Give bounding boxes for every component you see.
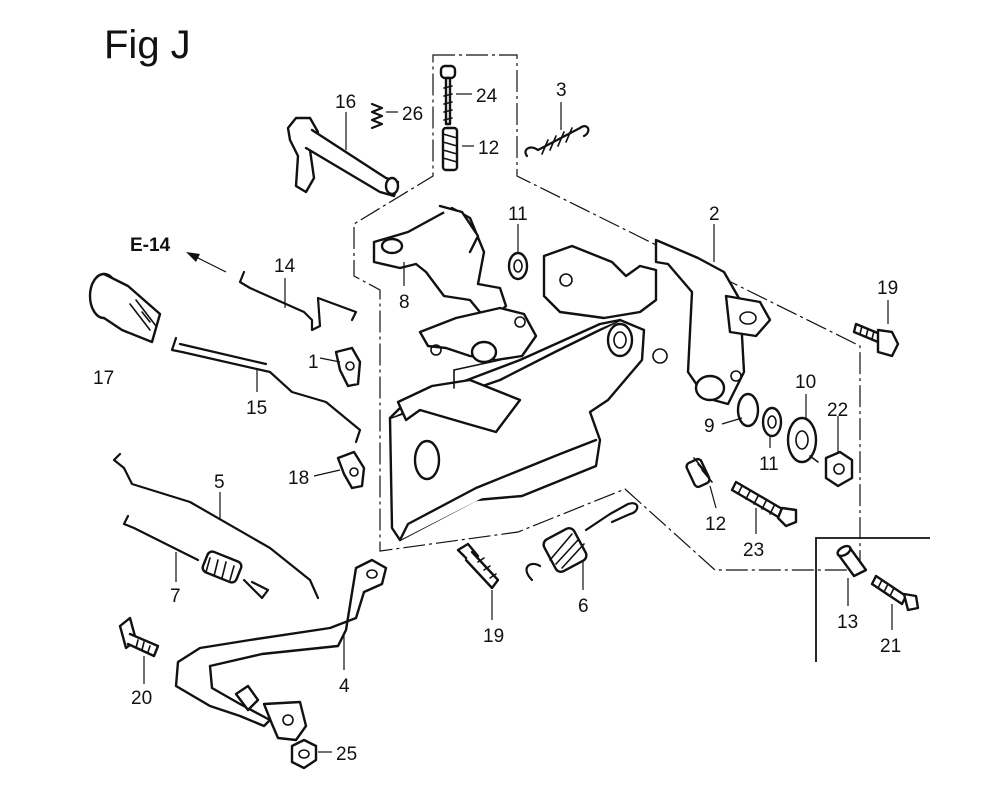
clip-1 [334, 346, 362, 388]
washer-11-top [507, 251, 529, 281]
callout-7: 7 [170, 586, 181, 607]
control-base-plate [388, 238, 772, 542]
spring-12-top [441, 126, 459, 172]
callout-21: 21 [880, 636, 901, 657]
spring-12-right [685, 457, 713, 489]
washer-9 [736, 392, 760, 428]
rod-15-inner [178, 342, 268, 366]
callout-11-top: 11 [508, 204, 528, 225]
rod-spring-7 [122, 514, 270, 600]
spring-6 [525, 502, 639, 582]
callout-18: 18 [288, 468, 309, 489]
control-arm-4 [174, 558, 388, 742]
callout-11-right: 11 [759, 454, 779, 475]
callout-9: 9 [704, 416, 715, 437]
callout-24: 24 [476, 86, 498, 107]
callout-13: 13 [837, 612, 858, 633]
callout-17: 17 [93, 368, 114, 389]
rod-5 [112, 452, 320, 600]
washer-11-right [761, 406, 783, 438]
callout-26: 26 [402, 104, 423, 125]
rod-14 [238, 270, 358, 332]
reference-arrow [193, 255, 227, 273]
lever-bracket-8 [372, 204, 508, 324]
screw-21 [870, 574, 920, 612]
inset-frame [815, 537, 930, 662]
callout-19-lower: 19 [483, 626, 504, 647]
screw-23 [730, 480, 798, 528]
assembly-boundary [353, 54, 861, 571]
callout-15: 15 [246, 398, 267, 419]
callout-1: 1 [308, 352, 319, 373]
sleeve-13 [836, 544, 868, 578]
reference-label: E-14 [130, 235, 171, 256]
throttle-lever [396, 306, 538, 434]
callout-12-top: 12 [478, 138, 499, 159]
callout-8: 8 [399, 292, 410, 313]
leader-lines [143, 93, 893, 753]
plate-10 [786, 416, 819, 464]
clip-18 [336, 450, 366, 490]
control-lever-16 [286, 116, 400, 198]
callout-16: 16 [335, 92, 356, 113]
nut-22 [824, 450, 854, 488]
screw-24 [439, 64, 457, 126]
callout-25: 25 [336, 744, 357, 765]
callout-4: 4 [339, 676, 350, 697]
callout-14: 14 [274, 256, 296, 277]
callout-3: 3 [556, 80, 567, 101]
bolt-19-right [852, 322, 900, 358]
spring-3 [524, 125, 590, 158]
callout-19-right: 19 [877, 278, 898, 299]
callout-23: 23 [743, 540, 764, 561]
callout-labels: 1 2 3 4 5 6 7 8 9 10 11 11 12 12 13 14 1… [93, 80, 901, 765]
callout-12-right: 12 [705, 514, 726, 535]
callout-5: 5 [214, 472, 225, 493]
nut-25 [290, 738, 318, 770]
bolt-20 [118, 616, 160, 658]
callout-20: 20 [131, 688, 152, 709]
callout-2: 2 [709, 204, 720, 225]
rod-15 [170, 336, 362, 444]
bolt-19-lower [456, 542, 500, 590]
callout-6: 6 [578, 596, 589, 617]
callout-22: 22 [827, 400, 848, 421]
figure-title: Fig J [104, 23, 191, 67]
reference-arrowhead [186, 252, 200, 262]
spring-26 [370, 102, 384, 130]
callout-10: 10 [795, 372, 816, 393]
knob-17 [88, 272, 162, 344]
